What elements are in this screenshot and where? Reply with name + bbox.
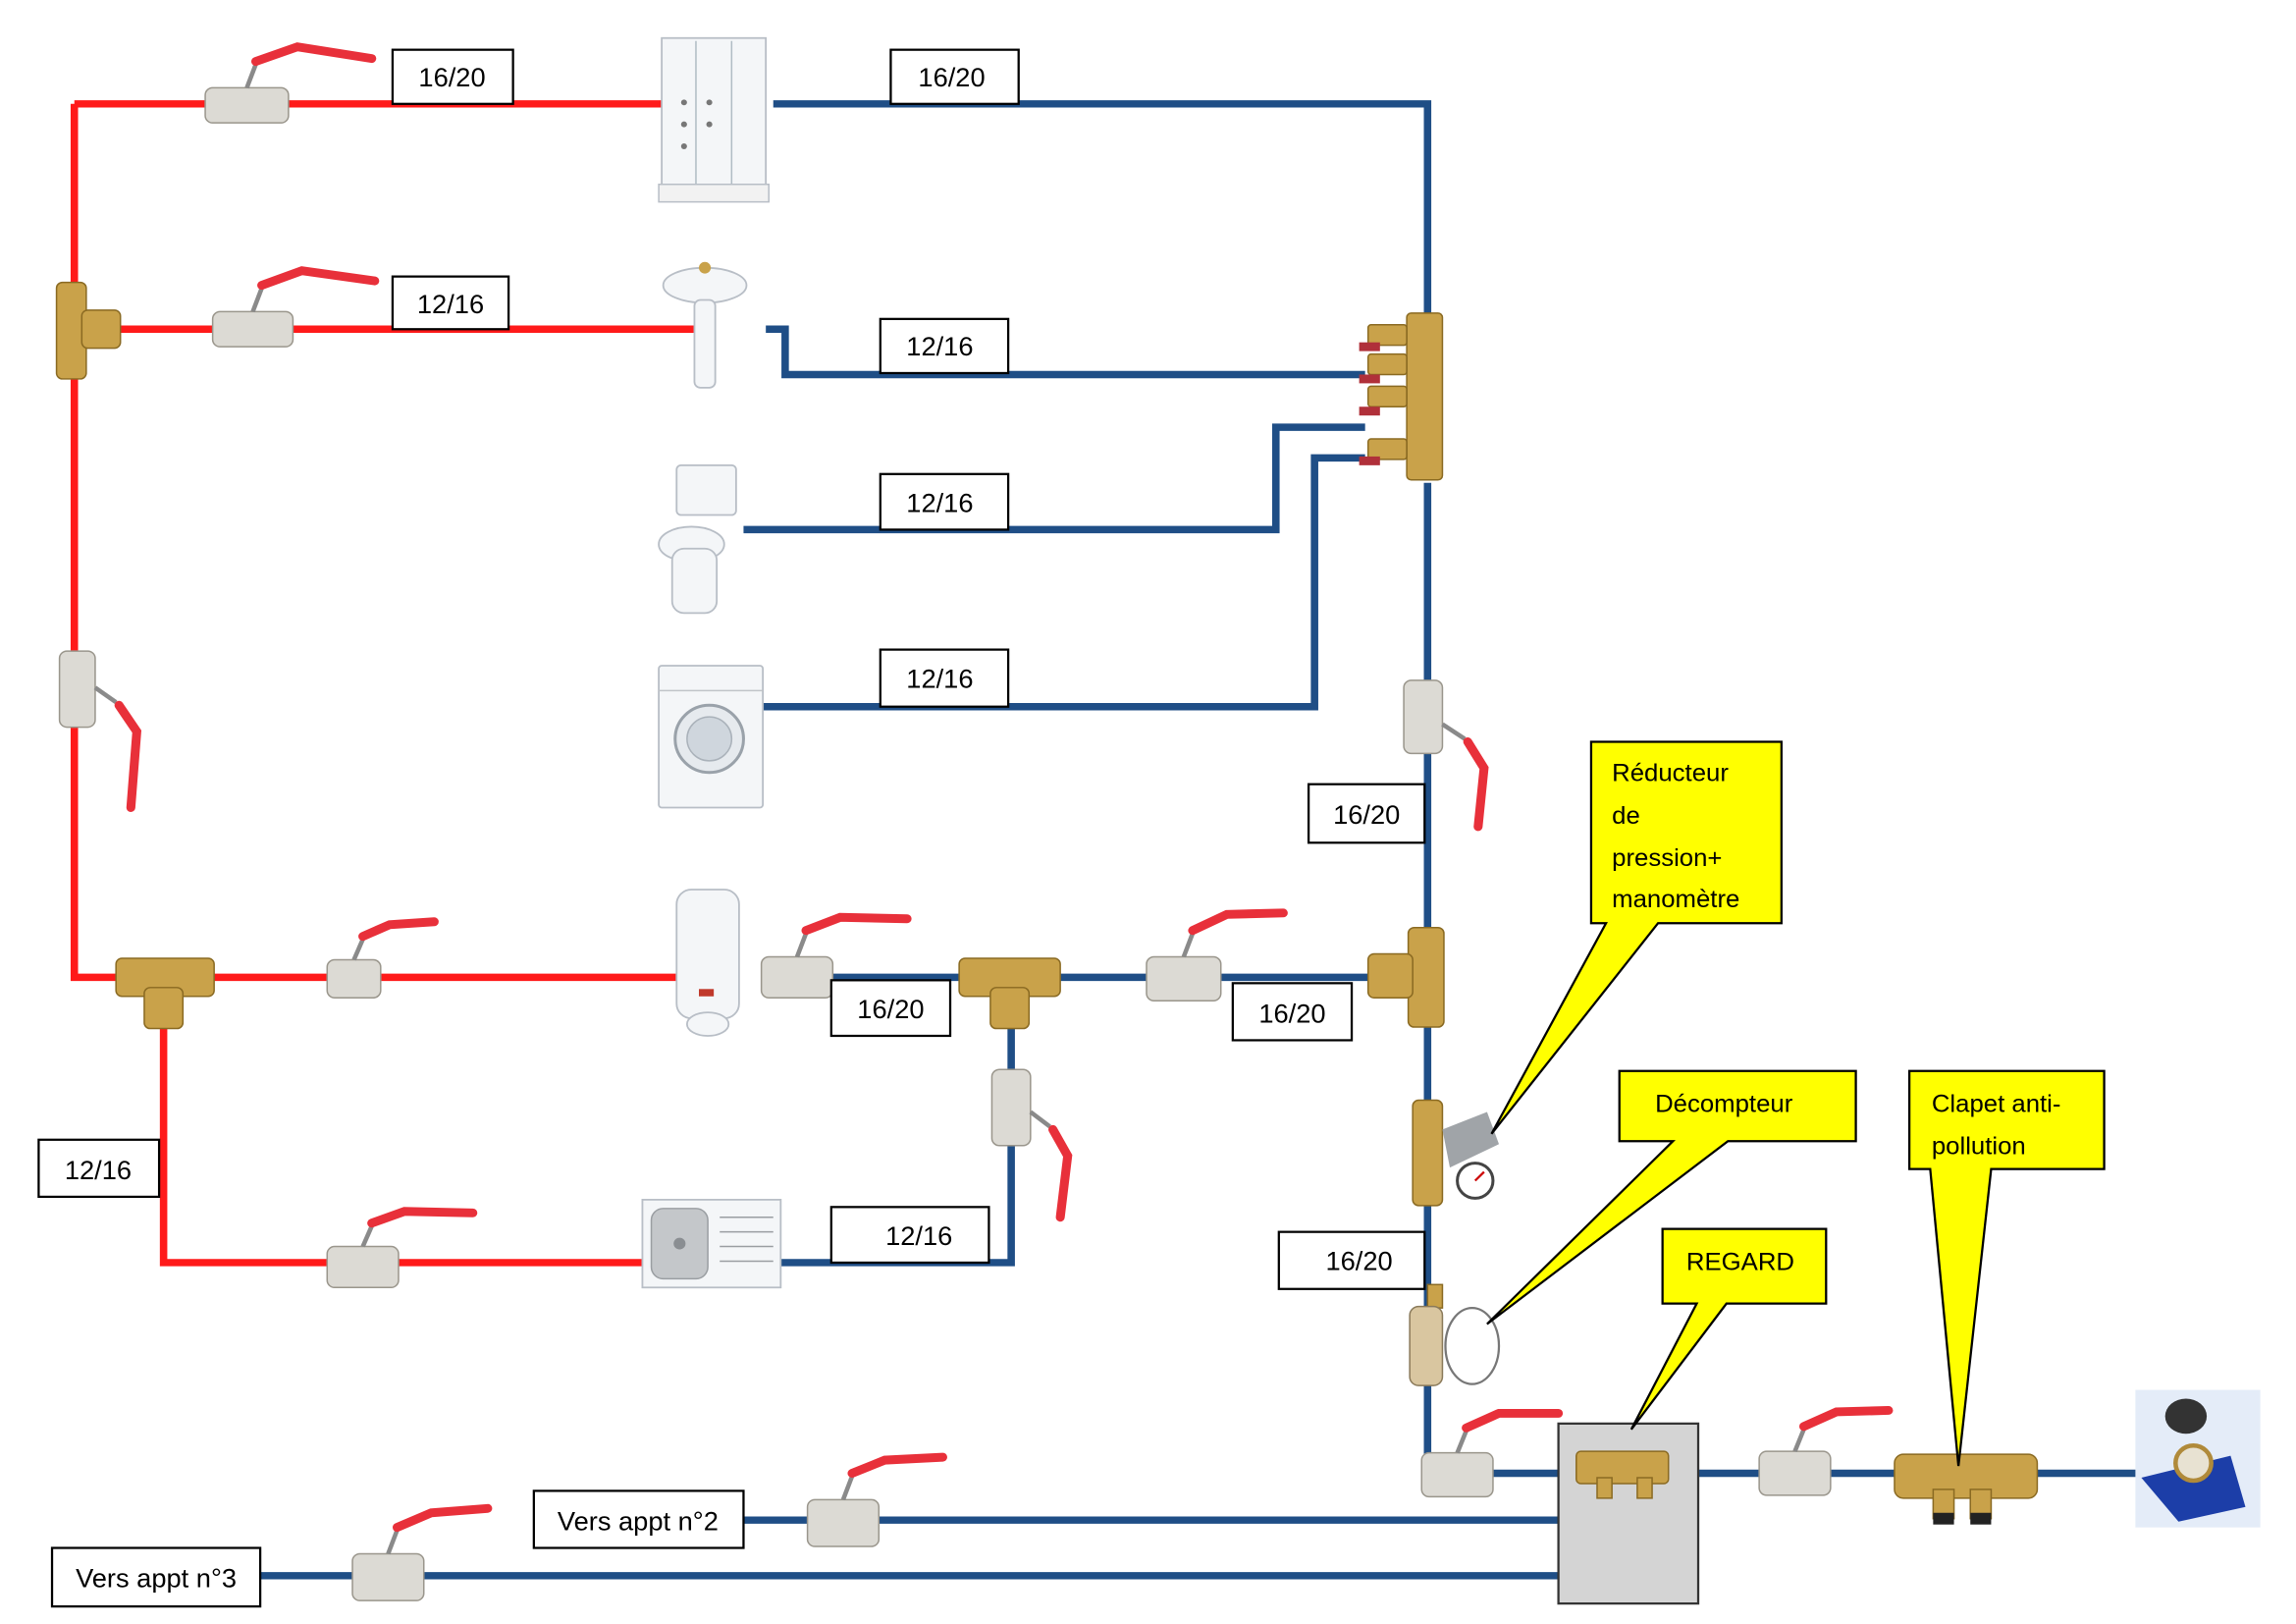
callout-inspection-box: REGARD xyxy=(1629,1227,1828,1431)
ball-valve-riser-upper xyxy=(1403,679,1489,832)
pipe-label-washing-machine-cold: 12/16 xyxy=(879,648,1010,708)
svg-text:12/16: 12/16 xyxy=(65,1156,132,1185)
svg-text:manomètre: manomètre xyxy=(1612,886,1739,913)
pipe-label-riser-cold: 16/20 xyxy=(1307,783,1426,844)
tee-fitting-riser xyxy=(1366,926,1445,1028)
ball-valve-washbasin-hot xyxy=(211,266,380,348)
cold-pipe-washing-machine xyxy=(751,454,1365,711)
callout-backflow-valve: Clapet anti- pollution xyxy=(1907,1069,2106,1467)
svg-text:16/20: 16/20 xyxy=(1333,800,1400,830)
svg-text:REGARD: REGARD xyxy=(1686,1249,1794,1276)
svg-text:de: de xyxy=(1612,802,1640,830)
pipe-label-kitchen-cold: 12/16 xyxy=(829,1206,990,1265)
toilet-icon xyxy=(658,463,737,615)
svg-text:12/16: 12/16 xyxy=(906,489,973,518)
manifold-collector xyxy=(1359,312,1444,481)
ball-valve-heater-hot xyxy=(326,917,439,999)
washing-machine-icon xyxy=(658,665,765,809)
sub-meter-icon xyxy=(1409,1283,1501,1386)
callout-pressure-reducer: Réducteur de pression+ manomètre xyxy=(1490,740,1783,1135)
svg-text:Réducteur: Réducteur xyxy=(1612,760,1729,787)
svg-text:12/16: 12/16 xyxy=(885,1221,952,1251)
ball-valve-appt-2 xyxy=(806,1452,947,1547)
svg-text:16/20: 16/20 xyxy=(918,63,985,92)
hot-pipe-kitchen xyxy=(159,995,643,1267)
backflow-preventer-icon xyxy=(1894,1453,2039,1525)
callout-sub-meter: Décompteur xyxy=(1486,1069,1857,1326)
ball-valve-left-riser xyxy=(58,650,142,812)
destination-label-appt-3: Vers appt n°3 xyxy=(50,1546,262,1608)
kitchen-sink-icon xyxy=(641,1198,782,1289)
svg-text:pollution: pollution xyxy=(1932,1133,2026,1161)
pipe-label-toilet-cold: 12/16 xyxy=(879,472,1010,531)
cold-pipe-toilet xyxy=(743,423,1365,534)
svg-text:16/20: 16/20 xyxy=(418,63,485,92)
distribution-manifold-small xyxy=(1575,1450,1670,1499)
pipe-label-washbasin-hot: 12/16 xyxy=(391,275,510,331)
ball-valve-riser-base xyxy=(1420,1408,1564,1498)
tee-fitting-heater-outlet xyxy=(958,957,1061,1030)
ball-valve-kitchen-hot xyxy=(326,1207,478,1289)
ball-valve-heater-feed xyxy=(1146,908,1288,1001)
cold-water-network xyxy=(260,100,2142,1580)
ball-valve-heater-cold xyxy=(760,912,912,999)
destination-label-appt-2: Vers appt n°2 xyxy=(532,1489,745,1549)
water-meter-icon xyxy=(2135,1389,2261,1528)
ball-valve-kitchen-cold xyxy=(990,1068,1073,1222)
ball-valve-main-inlet xyxy=(1758,1405,1894,1496)
pipe-label-meter-riser: 16/20 xyxy=(1277,1230,1426,1290)
svg-text:16/20: 16/20 xyxy=(1326,1247,1393,1276)
hot-pipe-main-left xyxy=(70,103,209,982)
washbasin-icon xyxy=(662,261,748,389)
ball-valve-appt-3 xyxy=(351,1503,493,1601)
svg-text:Clapet anti-: Clapet anti- xyxy=(1932,1091,2061,1118)
hot-water-network xyxy=(70,100,703,1267)
pipe-label-heater-in: 16/20 xyxy=(1231,982,1354,1042)
svg-text:pression+: pression+ xyxy=(1612,844,1722,872)
svg-text:16/20: 16/20 xyxy=(857,995,924,1024)
shower-cabin-icon xyxy=(658,36,770,203)
cold-pipe-shower xyxy=(773,100,1432,322)
svg-text:12/16: 12/16 xyxy=(906,665,973,694)
pipe-label-kitchen-hot: 12/16 xyxy=(37,1138,161,1199)
ball-valve-shower-hot xyxy=(204,42,377,124)
svg-text:16/20: 16/20 xyxy=(1258,1000,1325,1029)
svg-text:Décompteur: Décompteur xyxy=(1655,1091,1793,1118)
pipe-label-washbasin-cold: 12/16 xyxy=(879,317,1010,375)
pipe-label-heater-out: 16/20 xyxy=(829,979,952,1038)
svg-text:Vers appt n°2: Vers appt n°2 xyxy=(558,1507,719,1537)
pressure-reducer-icon xyxy=(1412,1099,1500,1207)
svg-text:12/16: 12/16 xyxy=(906,332,973,361)
tee-fitting-lower-left xyxy=(115,957,215,1030)
cold-pipe-appt-3 xyxy=(260,1485,1655,1580)
cold-pipe-washbasin xyxy=(766,325,1365,379)
water-heater-icon xyxy=(675,889,740,1037)
pipe-label-shower-hot: 16/20 xyxy=(391,48,514,105)
tee-fitting-upper-left xyxy=(55,281,122,380)
pipe-label-shower-cold: 16/20 xyxy=(889,48,1020,105)
svg-text:12/16: 12/16 xyxy=(417,290,484,319)
inspection-box xyxy=(1557,1422,1700,1605)
svg-text:Vers appt n°3: Vers appt n°3 xyxy=(76,1564,237,1594)
